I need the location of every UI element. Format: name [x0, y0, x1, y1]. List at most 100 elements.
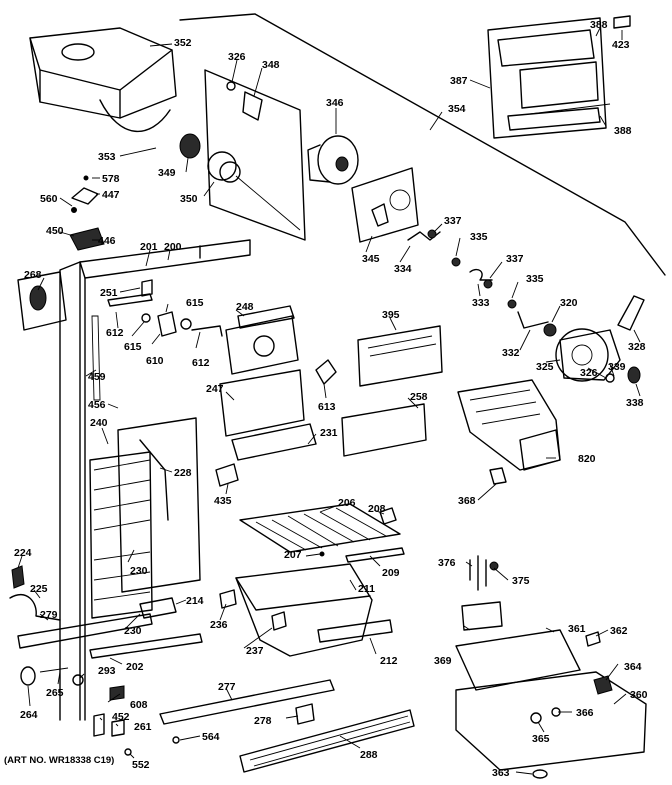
wire-harness-375-376	[469, 555, 499, 591]
label-388: 388	[590, 19, 608, 31]
label-376: 376	[438, 557, 456, 569]
label-333: 333	[472, 297, 490, 309]
label-293: 293	[98, 665, 116, 677]
label-339: 339	[608, 361, 626, 373]
label-326: 326	[228, 51, 246, 63]
label-369: 369	[434, 655, 452, 667]
label-375: 375	[512, 575, 530, 587]
label-328: 328	[628, 341, 646, 353]
label-325: 325	[536, 361, 554, 373]
label-212: 212	[380, 655, 398, 667]
label-447: 447	[102, 189, 120, 201]
label-237: 237	[246, 645, 264, 657]
label-435: 435	[214, 495, 232, 507]
label-388: 388	[614, 125, 632, 137]
label-200: 200	[164, 241, 182, 253]
label-820: 820	[578, 453, 596, 465]
rollers-264-265	[20, 666, 84, 686]
label-459: 459	[88, 371, 106, 383]
label-362: 362	[610, 625, 628, 637]
part-435	[215, 463, 239, 487]
leader-lines	[17, 27, 641, 775]
shelf-206	[239, 503, 405, 563]
icemaker-820	[457, 379, 561, 485]
label-615: 615	[124, 341, 142, 353]
control-board-395	[357, 325, 443, 387]
label-214: 214	[186, 595, 204, 607]
label-612: 612	[106, 327, 124, 339]
auger-motor-346	[307, 135, 359, 185]
label-265: 265	[46, 687, 64, 699]
part-labels: 352 326 348 346 388 423 387 354 388 353 …	[14, 19, 648, 779]
dispenser-door-387	[487, 15, 631, 139]
label-258: 258	[410, 391, 428, 403]
dispenser-mechanism-325	[543, 295, 645, 384]
label-209: 209	[382, 567, 400, 579]
label-230: 230	[130, 565, 148, 577]
label-236: 236	[210, 619, 228, 631]
lower-parts-224-279	[9, 565, 203, 659]
auger-coupling-349-350	[179, 133, 301, 231]
label-206: 206	[338, 497, 356, 509]
parts-236-237	[219, 589, 287, 631]
bracket-parts-610-615	[107, 279, 223, 337]
label-334: 334	[394, 263, 412, 275]
fan-613	[315, 359, 337, 385]
thermostat-268	[17, 271, 67, 331]
label-387: 387	[450, 75, 468, 87]
label-337: 337	[506, 253, 524, 265]
label-366: 366	[576, 707, 594, 719]
freezer-section-boundary	[179, 13, 666, 276]
label-326: 326	[580, 367, 598, 379]
hinge-parts-452-608	[93, 685, 132, 756]
label-353: 353	[98, 151, 116, 163]
label-335: 335	[526, 273, 544, 285]
label-560: 560	[40, 193, 58, 205]
label-361: 361	[568, 623, 586, 635]
label-363: 363	[492, 767, 510, 779]
label-279: 279	[40, 609, 58, 621]
label-231: 231	[320, 427, 338, 439]
label-608: 608	[130, 699, 148, 711]
label-224: 224	[14, 547, 32, 559]
label-423: 423	[612, 39, 630, 51]
label-349: 349	[158, 167, 176, 179]
machine-compartment-360	[455, 601, 647, 779]
pan-211	[235, 563, 393, 657]
label-552: 552	[132, 759, 150, 771]
label-452: 452	[112, 711, 130, 723]
label-354: 354	[448, 103, 466, 115]
label-201: 201	[140, 241, 158, 253]
label-268: 268	[24, 269, 42, 281]
label-211: 211	[358, 583, 375, 595]
label-352: 352	[174, 37, 192, 49]
small-fasteners-447-560	[71, 175, 99, 213]
label-288: 288	[360, 749, 378, 761]
shroud-panel-348	[204, 69, 306, 241]
label-364: 364	[624, 661, 642, 673]
label-368: 368	[458, 495, 476, 507]
cover-258	[341, 403, 427, 457]
label-446: 446	[98, 235, 116, 247]
label-612: 612	[192, 357, 210, 369]
label-365: 365	[532, 733, 550, 745]
label-208: 208	[368, 503, 386, 515]
label-277: 277	[218, 681, 236, 693]
label-345: 345	[362, 253, 380, 265]
label-264: 264	[20, 709, 38, 721]
label-248: 248	[236, 301, 254, 313]
label-230: 230	[124, 625, 142, 637]
label-456: 456	[88, 399, 106, 411]
label-202: 202	[126, 661, 144, 673]
bracket-446-450	[69, 227, 105, 251]
label-228: 228	[174, 467, 192, 479]
label-251: 251	[100, 287, 118, 299]
label-613: 613	[318, 401, 336, 413]
air-duct-247-248	[219, 305, 317, 461]
label-395: 395	[382, 309, 400, 321]
label-335: 335	[470, 231, 488, 243]
evaporator-228	[89, 417, 201, 619]
label-346: 346	[326, 97, 344, 109]
label-207: 207	[284, 549, 302, 561]
